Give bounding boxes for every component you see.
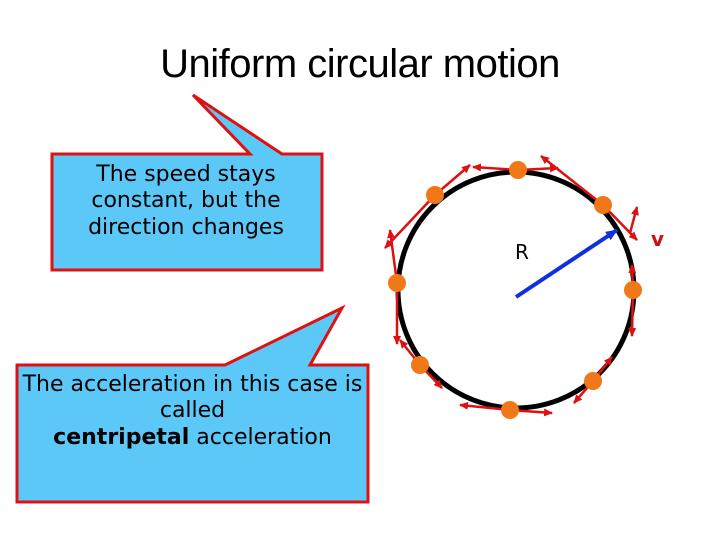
velocity-arrow: [384, 194, 436, 249]
velocity-arrow: [628, 206, 639, 234]
ball: [594, 196, 612, 214]
callout-accel-text-after: acceleration: [196, 424, 332, 450]
ball: [509, 161, 527, 179]
callout-speed-text: The speed stays constant, but the direct…: [88, 162, 284, 240]
callout-accel-bold: centripetal: [53, 424, 190, 450]
ball: [426, 186, 444, 204]
callout-accel-text-before: The acceleration in this case is called: [22, 372, 363, 424]
velocity-arrow: [540, 155, 604, 206]
velocity-label: v: [651, 227, 665, 251]
slide-title: Uniform circular motion: [160, 42, 560, 86]
callout-accel-text: The acceleration in this case is called …: [20, 372, 365, 451]
callout-speed-bubble: [50, 93, 324, 272]
ball: [584, 372, 602, 390]
ball: [624, 281, 642, 299]
ball: [388, 274, 406, 292]
moving-balls: [388, 161, 642, 419]
ball: [411, 356, 429, 374]
radius-arrow: [514, 228, 619, 299]
radius-label: R: [515, 240, 529, 264]
velocity-arrows: [384, 155, 639, 417]
callout-accel-bubble: [15, 304, 370, 504]
ball: [501, 401, 519, 419]
